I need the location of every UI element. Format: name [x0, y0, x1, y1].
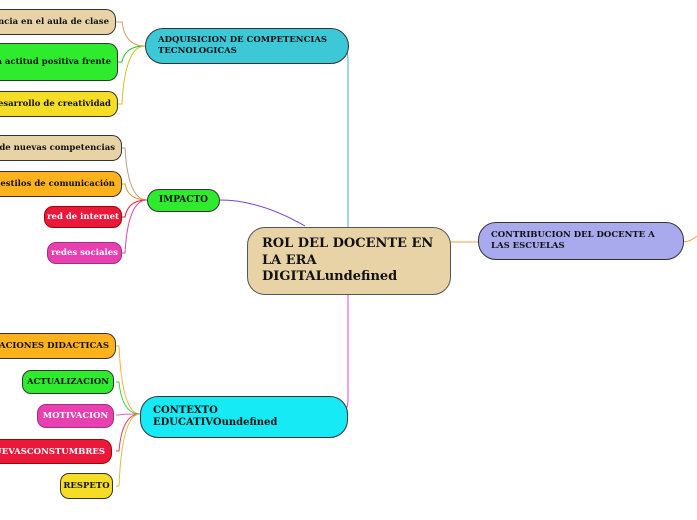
contexto-child-5-label: RESPETO	[63, 481, 110, 491]
branch-impacto-label: IMPACTO	[159, 194, 208, 205]
branch-contribucion-label: CONTRIBUCION DEL DOCENTE A LAS ESCUELAS	[491, 230, 655, 251]
adquisicion-child-1[interactable]: iencia en el aula de clase	[0, 9, 116, 35]
contexto-child-2-label: ACTUALIZACION	[26, 377, 110, 387]
contexto-child-3-label: MOTIVACION	[42, 411, 109, 421]
contexto-child-1-label: EACIONES DIDACTICAS	[0, 341, 109, 351]
contexto-child-5[interactable]: RESPETO	[60, 473, 113, 499]
contexto-child-2[interactable]: ACTUALIZACION	[22, 370, 114, 394]
adquisicion-child-3-label: desarrollo de creatividad	[0, 99, 111, 109]
contexto-child-1[interactable]: EACIONES DIDACTICAS	[0, 333, 116, 359]
branch-contexto[interactable]: CONTEXTO EDUCATIVOundefined	[140, 396, 348, 438]
adquisicion-child-2[interactable]: a actitud positiva frente	[0, 43, 118, 81]
contexto-child-4[interactable]: NUEVASCONSTUMBRES	[0, 439, 112, 464]
branch-contexto-label: CONTEXTO EDUCATIVOundefined	[153, 404, 278, 429]
impacto-child-1-label: o de nuevas competencias	[0, 143, 115, 153]
impacto-child-3[interactable]: red de internet	[44, 206, 122, 228]
impacto-child-4-label: redes sociales	[51, 248, 118, 258]
root-topic[interactable]: ROL DEL DOCENTE EN LA ERA DIGITALundefin…	[247, 227, 451, 295]
contexto-child-4-label: NUEVASCONSTUMBRES	[0, 446, 105, 457]
impacto-child-2-label: s estilos de comunicación	[0, 179, 115, 189]
impacto-child-1[interactable]: o de nuevas competencias	[0, 135, 122, 161]
contexto-child-3[interactable]: MOTIVACION	[37, 404, 114, 428]
root-topic-label: ROL DEL DOCENTE EN LA ERA DIGITALundefin…	[262, 235, 434, 285]
branch-contribucion[interactable]: CONTRIBUCION DEL DOCENTE A LAS ESCUELAS	[478, 222, 684, 260]
impacto-child-4[interactable]: redes sociales	[47, 242, 122, 264]
adquisicion-child-1-label: iencia en el aula de clase	[0, 17, 109, 27]
branch-impacto[interactable]: IMPACTO	[147, 189, 220, 212]
impacto-child-2[interactable]: s estilos de comunicación	[0, 171, 122, 197]
branch-adquisicion[interactable]: ADQUISICION DE COMPETENCIAS TECNOLOGICAS	[145, 28, 349, 64]
adquisicion-child-3[interactable]: desarrollo de creatividad	[0, 91, 118, 117]
adquisicion-child-2-label: a actitud positiva frente	[0, 57, 111, 67]
branch-adquisicion-label: ADQUISICION DE COMPETENCIAS TECNOLOGICAS	[158, 35, 328, 56]
impacto-child-3-label: red de internet	[47, 212, 119, 222]
